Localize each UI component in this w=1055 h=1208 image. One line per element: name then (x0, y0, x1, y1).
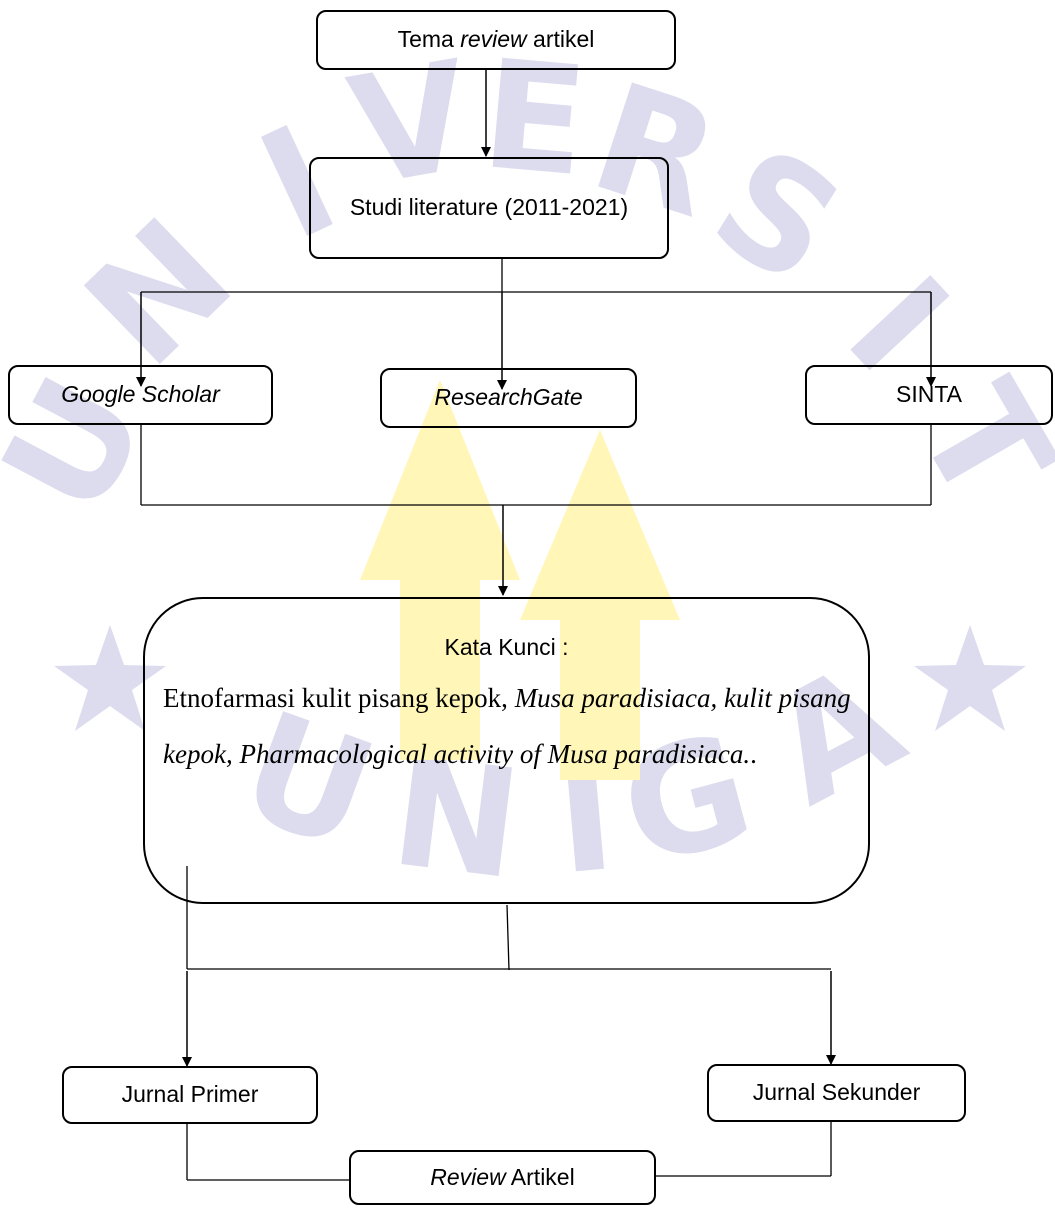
review-text-after: Artikel (505, 1163, 575, 1190)
keywords-italic: Musa paradisiaca, kulit pisang kepok, Ph… (163, 683, 851, 770)
node-researchgate: ResearchGate (380, 368, 637, 428)
node-sinta: SINTA (805, 365, 1053, 425)
primer-text: Jurnal Primer (121, 1081, 259, 1108)
tema-text-after: artikel (526, 26, 595, 53)
node-jurnal-sekunder: Jurnal Sekunder (707, 1064, 966, 1122)
kata-kunci-keywords: Etnofarmasi kulit pisang kepok, Musa par… (161, 670, 852, 782)
line-kata-down (506, 904, 510, 971)
keywords-trailing: . (750, 739, 757, 770)
node-jurnal-primer: Jurnal Primer (62, 1066, 318, 1124)
node-kata-kunci: Kata Kunci : Etnofarmasi kulit pisang ke… (143, 597, 870, 904)
researchgate-text: ResearchGate (434, 384, 583, 411)
node-tema-review-artikel: Tema review artikel (316, 10, 676, 70)
tema-text-italic: review (460, 26, 527, 53)
google-text: Google Scholar (61, 381, 220, 408)
node-google-scholar: Google Scholar (8, 365, 273, 425)
svg-text:E: E (476, 28, 593, 210)
node-review-artikel: Review Artikel (349, 1150, 656, 1205)
node-studi-literature: Studi literature (2011-2021) (309, 157, 669, 259)
review-text-italic: Review (430, 1163, 506, 1190)
keywords-plain: Etnofarmasi kulit pisang kepok, (163, 683, 515, 714)
sinta-text: SINTA (895, 381, 963, 408)
tema-text-before: Tema (397, 26, 461, 53)
studi-text: Studi literature (2011-2021) (349, 194, 629, 221)
kata-kunci-title: Kata Kunci : (444, 634, 569, 660)
sekunder-text: Jurnal Sekunder (752, 1079, 921, 1106)
